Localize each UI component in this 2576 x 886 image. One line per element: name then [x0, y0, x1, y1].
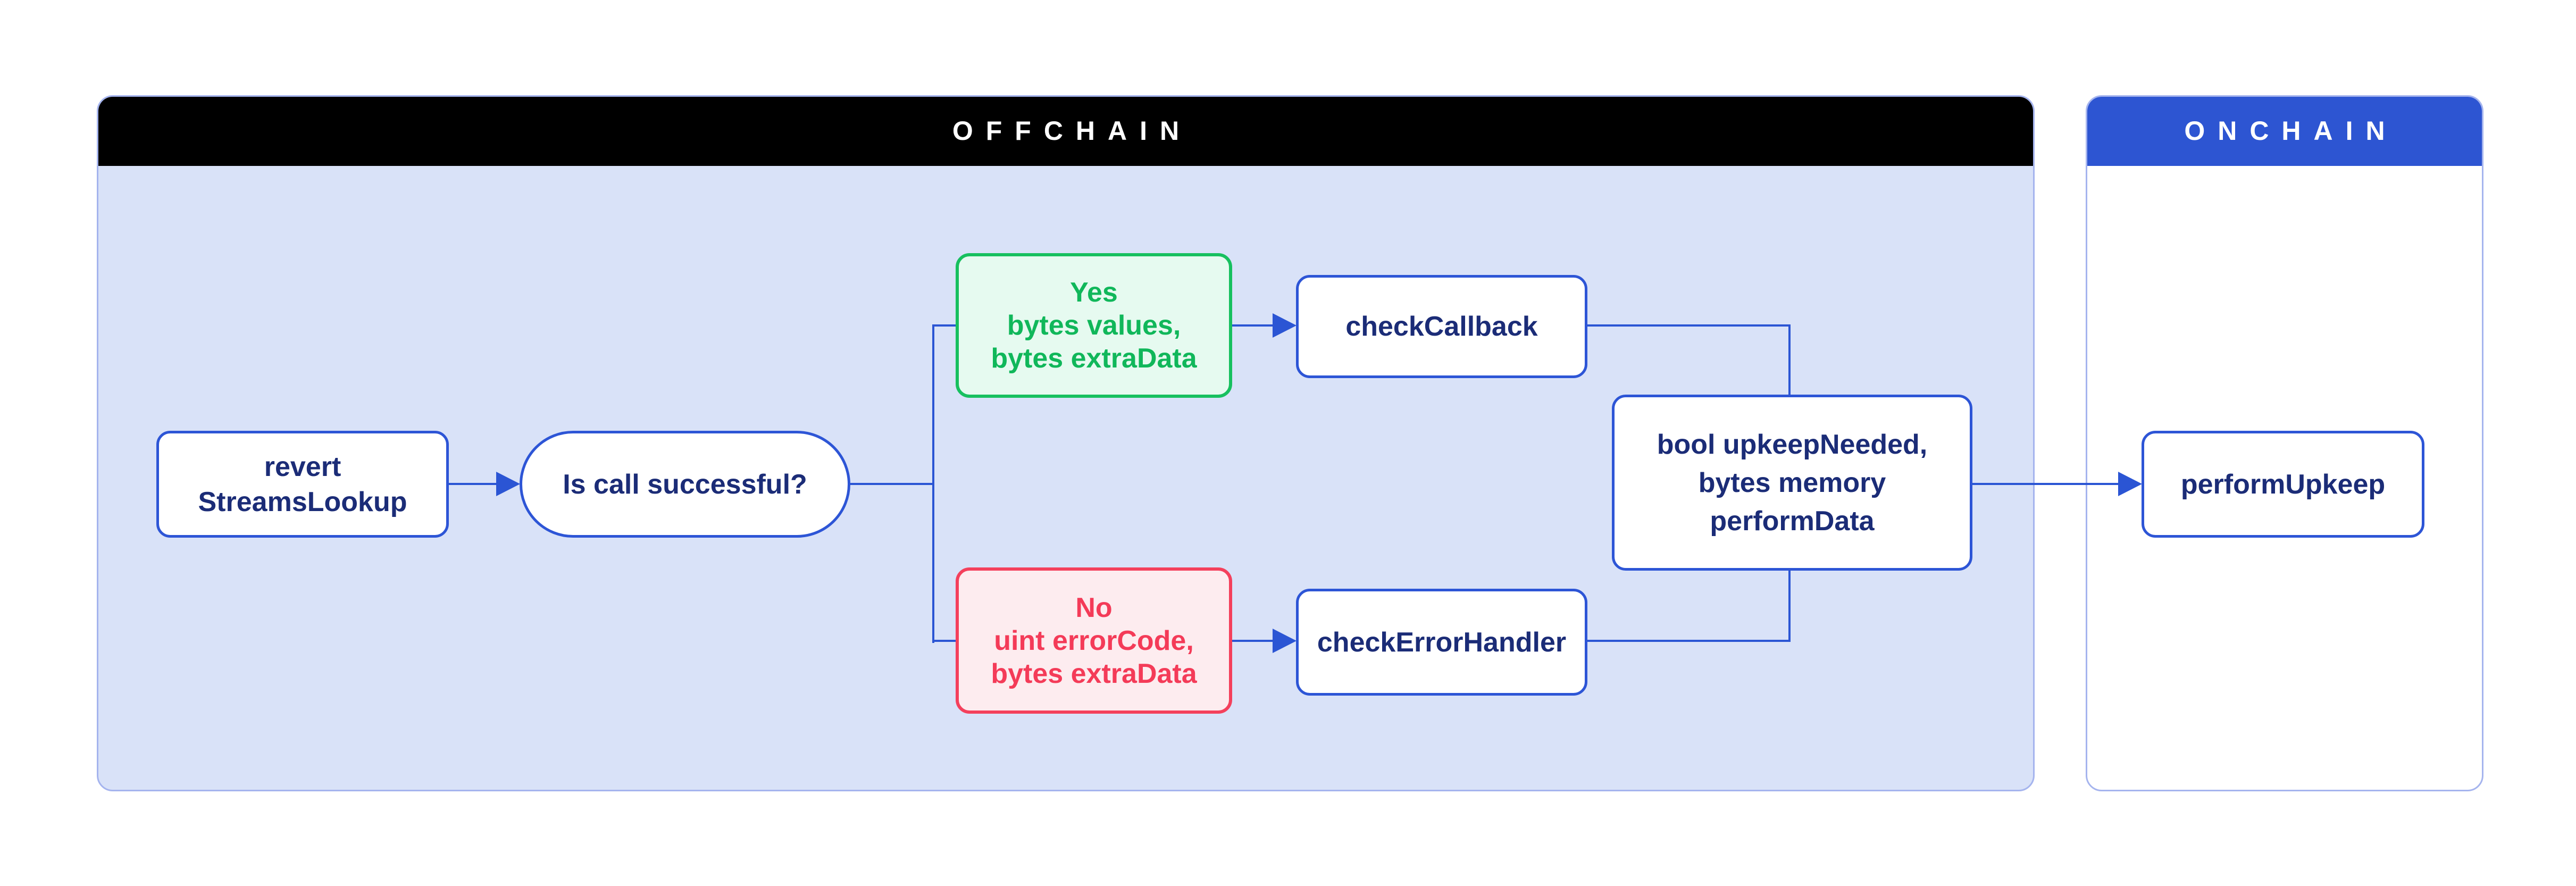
connector-split-vertical	[932, 324, 934, 643]
arrowhead-into-decision	[496, 472, 520, 496]
onchain-header: ONCHAIN	[2087, 97, 2482, 166]
offchain-header: OFFCHAIN	[98, 97, 2033, 166]
node-revert-streamslookup: revert StreamsLookup	[156, 431, 449, 538]
node-performupkeep-label: performUpkeep	[2180, 469, 2386, 500]
connector-checkcallback-out	[1587, 324, 1791, 327]
onchain-header-label: ONCHAIN	[2184, 115, 2398, 146]
node-checkerrorhandler-label: checkErrorHandler	[1317, 626, 1567, 658]
node-upkeep-result: bool upkeepNeeded, bytes memory performD…	[1612, 395, 1972, 571]
arrowhead-into-performupkeep	[2118, 472, 2142, 496]
offchain-header-label: OFFCHAIN	[952, 115, 1192, 146]
node-result-line2: bytes memory	[1698, 467, 1886, 498]
connector-result-to-performupkeep	[1972, 483, 2122, 485]
node-no-line3: bytes extraData	[991, 658, 1197, 689]
node-yes-line3: bytes extraData	[991, 343, 1197, 374]
connector-checkerrorhandler-out	[1587, 640, 1791, 642]
arrowhead-into-checkerrorhandler	[1273, 629, 1297, 653]
node-revert-line2: StreamsLookup	[198, 486, 407, 517]
node-checkcallback: checkCallback	[1296, 275, 1587, 378]
arrowhead-into-checkcallback	[1273, 313, 1297, 338]
node-is-call-successful: Is call successful?	[520, 431, 850, 538]
connector-down-into-result	[1788, 324, 1791, 397]
node-no-branch: No uint errorCode, bytes extraData	[956, 567, 1232, 714]
node-revert-line1: revert	[264, 451, 341, 482]
node-checkerrorhandler: checkErrorHandler	[1296, 589, 1587, 696]
node-performupkeep: performUpkeep	[2142, 431, 2424, 538]
node-result-line3: performData	[1710, 505, 1875, 537]
node-result-line1: bool upkeepNeeded,	[1657, 429, 1928, 460]
node-decision-label: Is call successful?	[563, 469, 807, 500]
connector-decision-to-split	[850, 483, 934, 485]
node-no-line2: uint errorCode,	[994, 625, 1194, 656]
node-yes-line2: bytes values,	[1007, 310, 1181, 341]
node-yes-line1: Yes	[1070, 277, 1118, 308]
connector-up-into-result	[1788, 569, 1791, 642]
node-no-line1: No	[1075, 592, 1113, 623]
node-yes-branch: Yes bytes values, bytes extraData	[956, 253, 1232, 398]
connector-revert-to-decision	[449, 483, 500, 485]
node-checkcallback-label: checkCallback	[1345, 311, 1538, 342]
